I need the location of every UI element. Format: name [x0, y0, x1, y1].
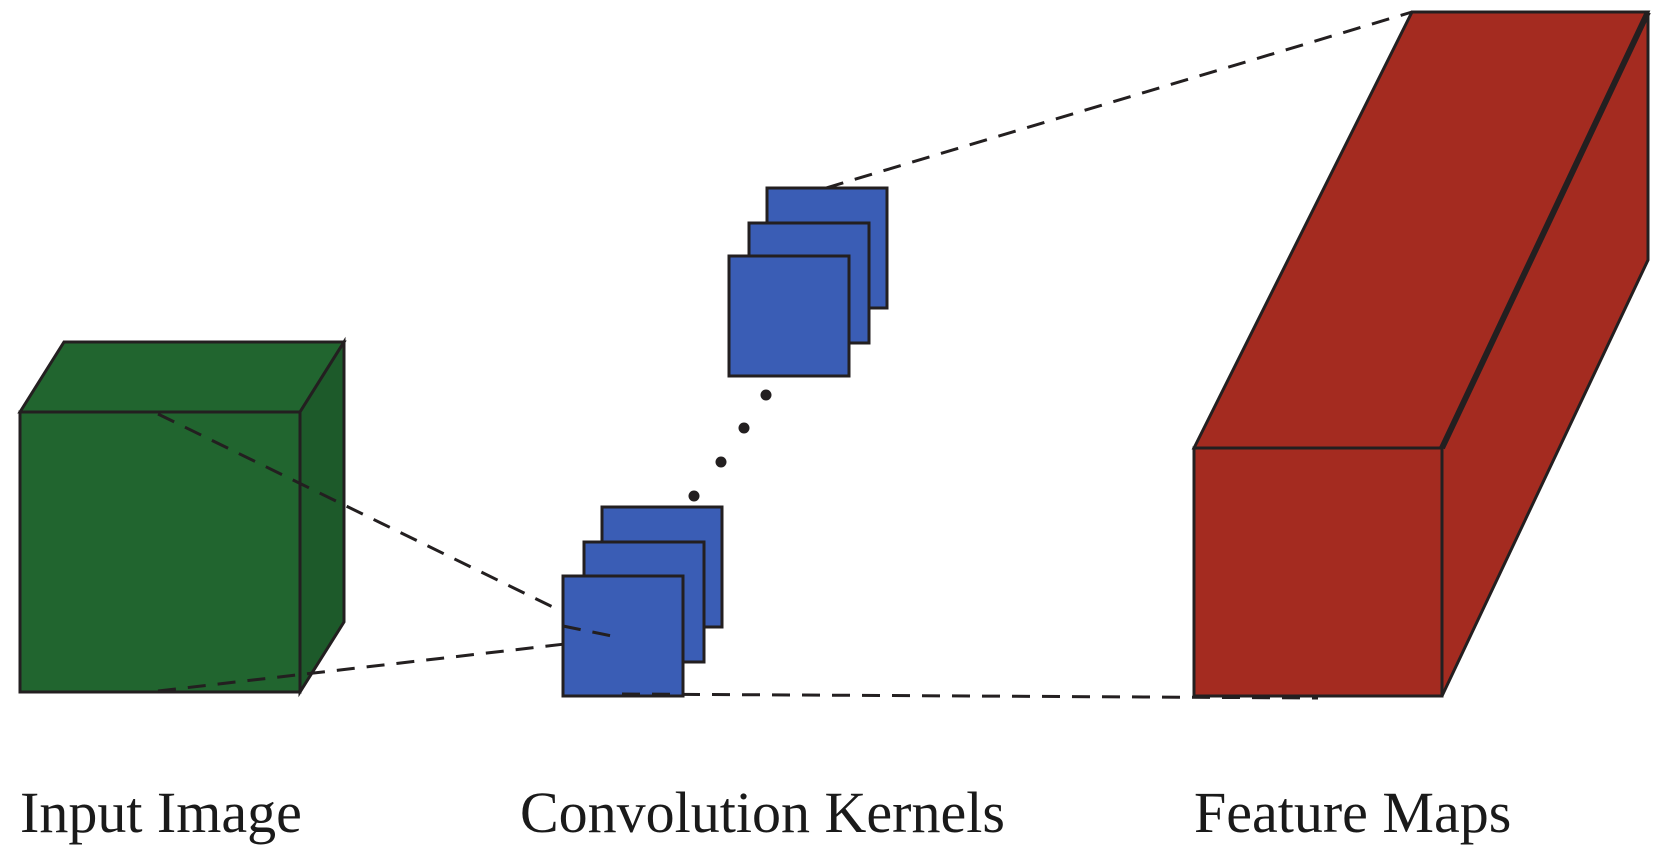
ellipsis-dot — [738, 422, 750, 434]
kernel-stack-lower — [561, 505, 724, 698]
ellipsis-dot — [688, 490, 700, 502]
ellipsis-dot — [715, 456, 727, 468]
dash-to-feature-top — [825, 10, 1413, 190]
input-dash-lower — [157, 642, 566, 693]
feature-maps-block — [1191, 10, 1651, 698]
input-cube-front — [18, 410, 302, 694]
feature-maps-label: Feature Maps — [1194, 780, 1511, 845]
dash-to-feature-bottom — [621, 692, 1319, 700]
kernel-stack-upper — [727, 186, 889, 378]
kernel-upper-front — [727, 254, 851, 378]
feature-block-ridge — [1439, 10, 1651, 450]
input-image-label: Input Image — [20, 780, 302, 845]
kernel-lower-front — [561, 574, 685, 698]
input-image-cube — [17, 336, 613, 698]
kernel-ellipsis — [688, 389, 772, 502]
ellipsis-dot — [760, 389, 772, 401]
input-cube-top — [17, 340, 347, 414]
feature-block-front — [1192, 446, 1444, 698]
convolution-kernels-label: Convolution Kernels — [520, 780, 1005, 845]
input-dash-upper — [157, 412, 613, 638]
kernel-lower-inner-dash — [562, 624, 613, 638]
